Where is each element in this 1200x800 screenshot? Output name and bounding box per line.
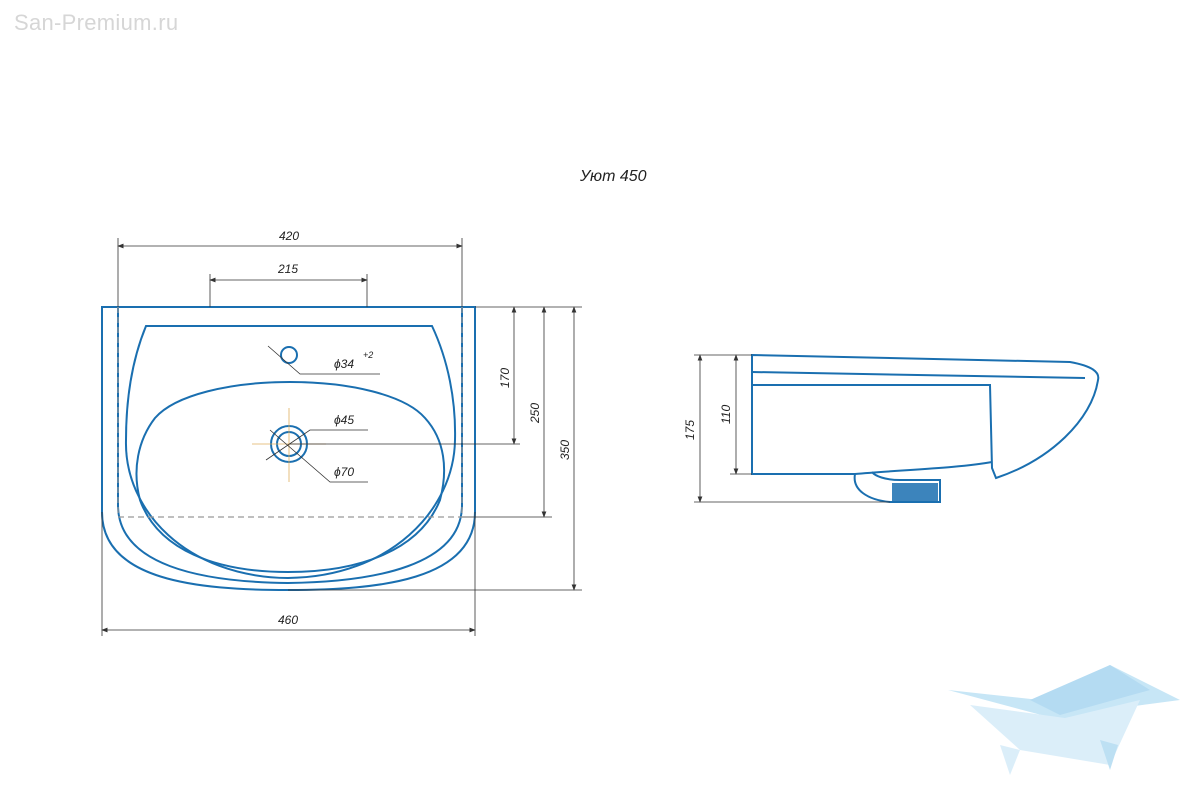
drain-inner-label: ϕ45: [334, 413, 354, 427]
faucet-hole: [280, 346, 298, 364]
sink-inner-rim: [117, 307, 463, 585]
mounting-hidden-line: [117, 307, 463, 518]
bath-logo-icon: [948, 665, 1180, 775]
dim-420-label: 420: [279, 229, 299, 243]
dim-215-ext: [209, 274, 368, 307]
drain-centerline: [252, 408, 326, 482]
drawing-title: Уют 450: [579, 168, 647, 185]
dim-vert-ext: [288, 306, 582, 591]
dim-350-label: 350: [558, 440, 572, 460]
dim-250-label: 250: [528, 403, 542, 424]
dim-175-label: 175: [683, 420, 697, 440]
side-drain: [853, 471, 941, 503]
leader-34: [267, 345, 380, 375]
leader-70: [269, 429, 368, 483]
dim-110-label: 110: [719, 405, 733, 424]
front-view: 420 215 460 170 250 350 ϕ34 +2 ϕ45 ϕ70: [101, 229, 582, 636]
leader-45: [265, 429, 368, 461]
dim-215-label: 215: [277, 262, 298, 276]
side-body: [751, 385, 993, 475]
faucet-hole-label: ϕ34: [334, 357, 354, 371]
side-view: 175 110: [683, 353, 1100, 503]
faucet-hole-tolerance: +2: [363, 350, 373, 360]
dim-170-label: 170: [498, 368, 512, 388]
dim-460-ext: [101, 512, 476, 636]
dim-420-ext: [117, 238, 463, 307]
side-rim-line: [751, 371, 1086, 379]
side-outer-contour: [751, 353, 1100, 480]
drain-outer-label: ϕ70: [334, 465, 354, 479]
basin-inner: [135, 380, 446, 574]
sink-outer-contour: [101, 306, 476, 592]
dim-460-label: 460: [278, 613, 298, 627]
side-dim-ext: [694, 354, 890, 503]
bowl-outline: [124, 325, 457, 580]
site-watermark: San-Premium.ru: [14, 10, 179, 35]
side-drain-fill: [892, 483, 938, 501]
